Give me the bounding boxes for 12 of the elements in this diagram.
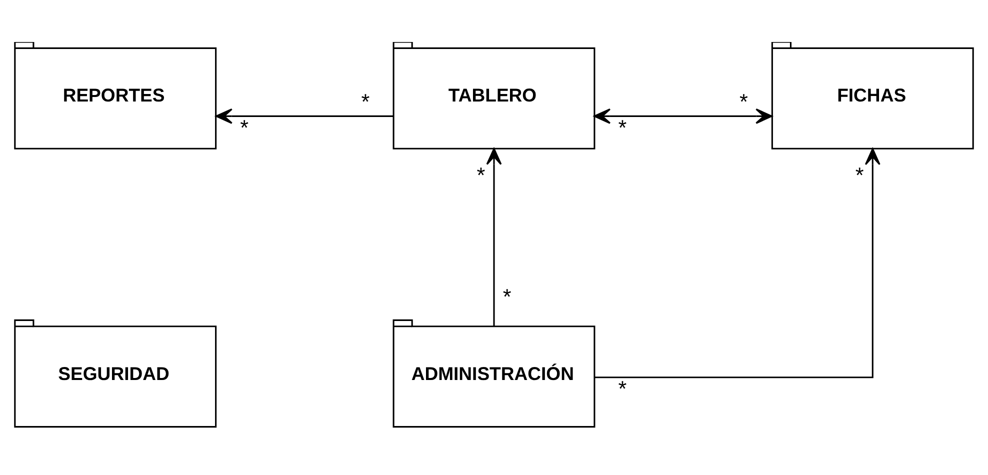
- arrow: [216, 108, 394, 124]
- arrow: [594, 148, 880, 378]
- arrow: [594, 108, 772, 124]
- arrow: [486, 148, 502, 326]
- label: *: [618, 376, 627, 402]
- label: *: [361, 88, 370, 114]
- label: *: [618, 114, 627, 140]
- label: *: [240, 114, 249, 140]
- label: *: [855, 162, 864, 188]
- label: *: [502, 284, 512, 309]
- label: *: [739, 88, 748, 114]
- label: *: [476, 162, 486, 188]
